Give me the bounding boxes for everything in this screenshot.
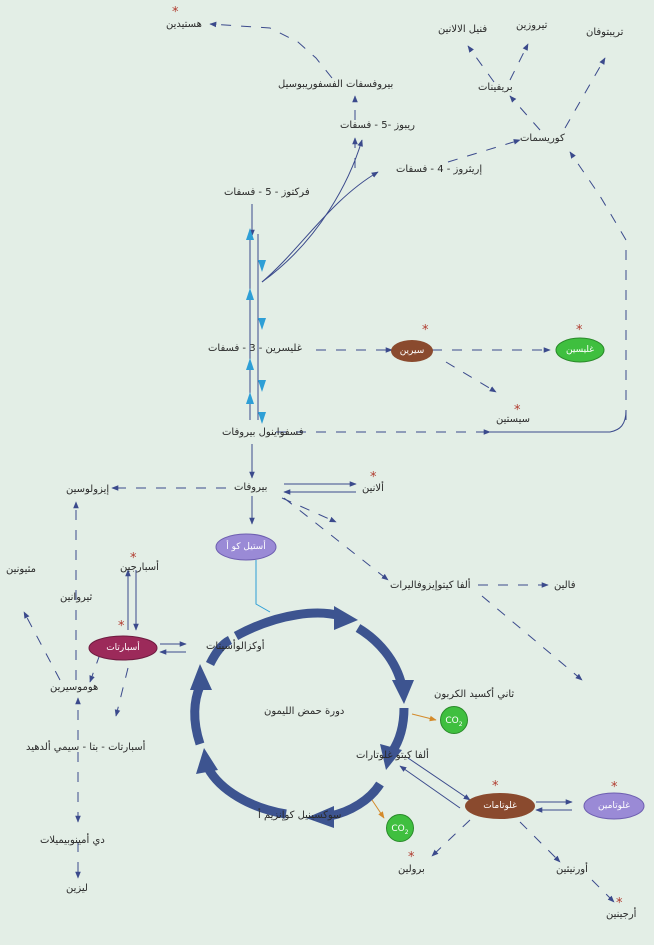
glycerate3p-label: غليسرين - 3 - فسفات [208,343,302,354]
diaminopimelate-label: دي أمينوبيميلات [40,835,105,846]
alanine-label: ألانين [362,483,384,494]
fructose6p-label: فركتوز - 5 - فسفات [224,187,310,198]
glycine-label: غليسين [566,345,594,355]
serine-star: * [422,323,429,338]
glycine-star: * [576,323,583,338]
tca-label: دورة حمض الليمون [264,706,345,717]
co2-node-bottom: CO2 [386,814,414,842]
homoserine-label: هوموسيرين [50,682,99,693]
co2-node-top: CO2 [440,706,468,734]
methionine-label: مثيونين [6,564,36,575]
aspartate-label: أسبارتات [106,643,140,653]
aspsemialdehyde-label: أسبارتات - بتا - سيمي ألدهيد [26,742,146,753]
aspartate-star: * [118,619,125,634]
ketoisovalerate-label: ألفا كيتوإيزوفاليرات [390,580,471,591]
pep-label: فسفواينول بيروفات [222,427,304,438]
succinylcoa-label: سوكسينيل كوإنزيم أ [258,810,342,821]
glutamate-star: * [492,779,499,794]
glutamine-star: * [611,780,618,795]
glutamine-label: غلوتامين [598,801,630,811]
asparagine-star: * [130,551,137,566]
histidine-star: * [172,5,179,20]
phenylalanine-label: فنيل الالانين [438,24,488,35]
tryptophan-label: تريبتوفان [586,27,624,38]
proline-star: * [408,850,415,865]
oxaloacetate-label: أوكزالوأسيتات [206,641,265,652]
ornithine-label: أورنيثين [556,864,588,875]
cysteine-star: * [514,403,521,418]
acetylcoa-node [215,533,277,561]
ribose5p-label: ريبوز -5 - فسفات [340,120,415,131]
proline-label: برولين [398,864,425,875]
acetylcoa-label: أستيل كو أ [226,542,266,552]
erythrose4p-label: إريثروز - 4 - فسفات [396,164,483,175]
co2-name-label: ثاني أكسيد الكربون [434,689,515,700]
prephenate-label: بريفينات [478,82,513,93]
lysine-label: ليزين [66,883,88,894]
threonine-label: ثيروانين [60,592,93,603]
aspartate-node [88,635,158,661]
isoleucine-label: إيزولوسين [66,484,110,495]
akg-label: ألفا كيتو غلوتارات [356,750,429,761]
glycolysis-reversible-arrows [246,228,266,424]
arginine-star: * [616,896,623,911]
glutamate-label: غلوتامات [483,801,517,811]
arginine-label: أرجينين [606,909,637,920]
glutamate-node [465,793,535,819]
serine-label: سيرين [399,346,425,356]
pyruvate-label: بيروفات [234,482,268,493]
valine-label: فالين [554,580,576,591]
glycine-node [555,337,605,363]
chorismate-label: كوريسمات [520,133,565,144]
tyrosine-label: تيروزين [516,20,548,31]
serine-node [391,340,433,362]
glutamine-node [583,792,645,820]
histidine-label: هستيدين [166,19,202,30]
alanine-star: * [370,470,377,485]
asparagine-label: أسبارجين [120,562,159,573]
cysteine-label: سيستين [496,414,530,425]
prpp-label: بيروفسفات الفسفوريبوسيل [278,79,394,90]
